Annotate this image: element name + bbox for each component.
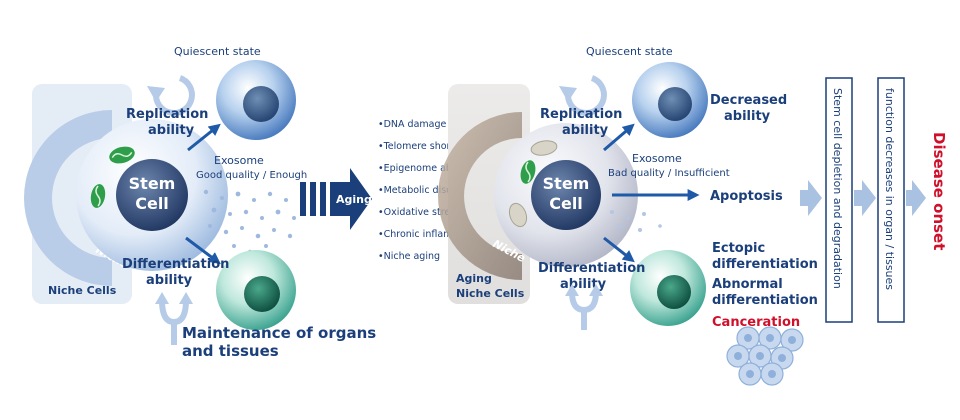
cycle-arrow-icon — [153, 75, 195, 116]
exosome-quality-label: Good quality / Enough — [196, 170, 307, 181]
differentiation-ability-line1: Differentiation — [538, 261, 645, 276]
chain-arrow-1 — [800, 180, 822, 216]
function-box — [877, 77, 905, 323]
factor-item: •Epigenome abnormality — [378, 163, 498, 174]
quiescent-state-label: Quiescent state — [586, 45, 673, 58]
niche-cells-label: Niche Cells — [48, 284, 117, 297]
cycle-arrow-icon — [565, 75, 607, 116]
outcome-chain: Stem cell depletion and degradation func… — [800, 77, 948, 323]
ectopic-line1: Ectopic — [712, 241, 765, 256]
function-label: function decreases in organ / tissues — [883, 88, 896, 290]
arrow-to-differentiated — [185, 236, 221, 265]
differentiation-ability-line2: ability — [560, 277, 607, 292]
quiescent-state-label: Quiescent state — [174, 45, 261, 58]
stem-cell-label-line1: Stem — [129, 174, 176, 193]
ectopic-line2: differentiation — [712, 257, 818, 272]
aging-niche-cells-line1: Aging — [456, 272, 492, 285]
aged-stem-cell: Stem Cell — [494, 123, 638, 267]
apoptosis-label: Apoptosis — [710, 189, 783, 204]
decreased-ability-line2: ability — [724, 109, 771, 124]
mitochondria-icon — [508, 140, 558, 228]
arrow-to-quiescent — [603, 123, 635, 152]
decreased-ability-line1: Decreased — [710, 93, 787, 108]
factor-item: •Niche aging — [378, 251, 440, 262]
depletion-box — [825, 77, 853, 323]
arrow-to-differentiated — [603, 236, 635, 263]
exosome-label: Exosome — [632, 152, 682, 165]
replication-ability-line2: ability — [148, 123, 195, 138]
split-arrow-icon — [569, 291, 599, 330]
differentiated-cell — [630, 250, 706, 326]
quiescent-cell — [632, 62, 708, 138]
aging-label: Aging — [336, 193, 372, 206]
aged-niche-arc — [438, 112, 522, 280]
stem-cell-label-line2: Cell — [549, 194, 583, 213]
differentiation-ability-line2: ability — [146, 273, 193, 288]
depletion-label: Stem cell depletion and degradation — [831, 88, 844, 289]
right-panel: Niche Aging Niche Cells Stem Cell Quiesc… — [438, 45, 818, 386]
split-arrow-icon — [159, 299, 189, 345]
stem-cell: Stem Cell — [76, 119, 228, 271]
niche-arc — [24, 110, 112, 286]
aging-factors-list: •DNA damage •Telomere shortening •Epigen… — [378, 119, 498, 262]
factor-item: •Oxidative stress — [378, 207, 460, 218]
aging-niche-cells-line2: Niche Cells — [456, 287, 525, 300]
replication-ability-line2: ability — [562, 123, 609, 138]
chain-arrow-2 — [854, 180, 876, 216]
disease-onset-label: Disease onset — [930, 132, 948, 250]
replication-ability-line1: Replication — [126, 107, 208, 122]
canceration-label: Canceration — [712, 315, 800, 330]
maintenance-line2: and tissues — [182, 342, 279, 360]
replication-ability-line1: Replication — [540, 107, 622, 122]
differentiated-cell — [216, 250, 296, 330]
quiescent-cell — [216, 60, 296, 140]
stem-cell-label-line1: Stem — [543, 174, 590, 193]
maintenance-line1: Maintenance of organs — [182, 324, 376, 342]
exosome-particles — [610, 210, 662, 232]
abnormal-line2: differentiation — [712, 293, 818, 308]
mitochondria-icon — [90, 146, 135, 208]
factor-item: •Telomere shortening — [378, 141, 481, 152]
aging-arrow: Aging — [300, 168, 372, 230]
exosome-label: Exosome — [214, 154, 264, 167]
factor-item: •Chronic inflammation — [378, 229, 486, 240]
abnormal-line1: Abnormal — [712, 277, 783, 292]
factor-item: •Metabolic disorder — [378, 185, 472, 196]
left-panel: Niche Niche Cells Stem Cell Quiescent st… — [24, 45, 376, 360]
exosome-quality-label: Bad quality / Insufficient — [608, 168, 730, 179]
chain-arrow-3 — [906, 180, 926, 216]
differentiation-ability-line1: Differentiation — [122, 257, 229, 272]
exosome-particles — [203, 189, 296, 255]
arrow-to-quiescent — [187, 123, 221, 152]
factor-item: •DNA damage — [378, 119, 447, 130]
stem-cell-label-line2: Cell — [135, 194, 169, 213]
